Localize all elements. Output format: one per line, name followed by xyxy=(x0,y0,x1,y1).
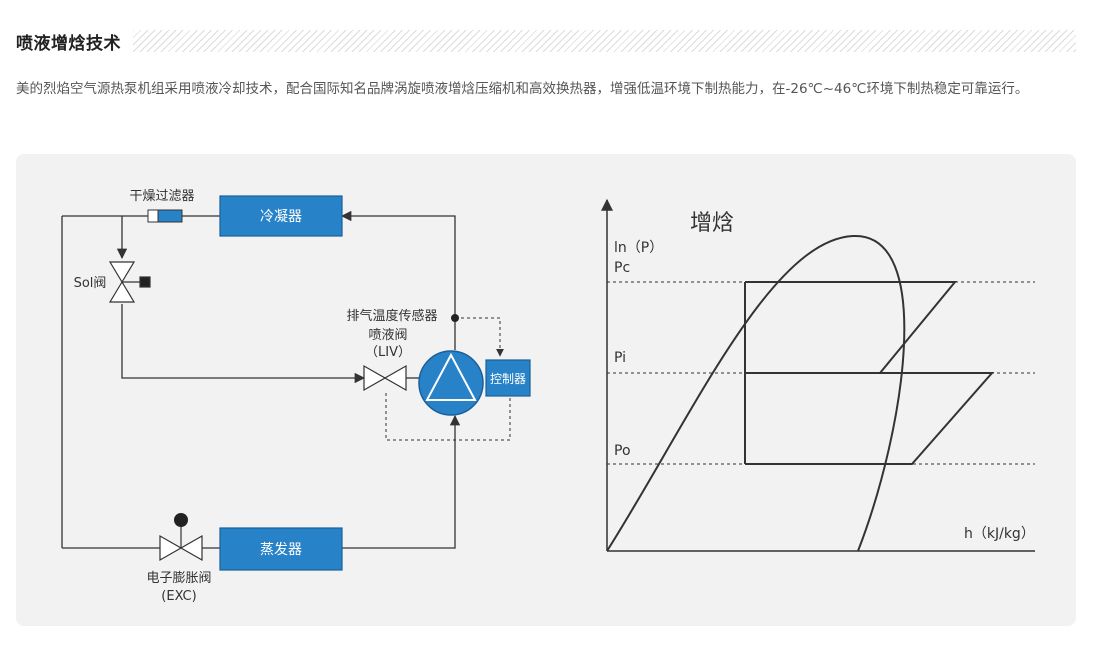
ph-saturation-dome xyxy=(606,234,906,552)
intro-paragraph: 美的烈焰空气源热泵机组采用喷液冷却技术，配合国际知名品牌涡旋喷液增焓压缩机和高效… xyxy=(16,81,1029,97)
sol-valve xyxy=(108,261,151,303)
section-title: 喷液增焓技术 xyxy=(16,33,121,54)
controller-box xyxy=(485,359,531,397)
liv-valve xyxy=(363,364,407,392)
header-hatch-divider xyxy=(133,30,1076,52)
ph-low-stage xyxy=(745,372,995,465)
pipe-evaporator-to-compressor xyxy=(342,414,461,549)
dryer-filter-label: 干燥过滤器 xyxy=(129,189,194,204)
dashed-controller-to-liv xyxy=(385,392,511,441)
ph-x-axis-label: h（kJ/kg） xyxy=(964,526,1035,542)
ph-label-po: Po xyxy=(614,443,631,459)
ph-label-pc: Pc xyxy=(614,260,630,276)
pipe-sol-to-liv xyxy=(121,304,366,384)
pipe-compressor-to-condenser xyxy=(340,210,456,350)
ph-label-pi: Pi xyxy=(614,350,626,366)
refrigerant-circuit xyxy=(61,210,461,549)
sol-valve-bottom xyxy=(108,280,136,303)
dryer-filter xyxy=(147,209,183,223)
dashed-sensor-to-controller xyxy=(455,317,504,357)
ph-high-stage xyxy=(745,281,958,374)
liv-valve-abbr: （LIV） xyxy=(365,345,411,360)
evaporator-box xyxy=(219,527,343,571)
ph-title: 增焓 xyxy=(690,211,734,236)
dryer-filter-core xyxy=(157,209,183,223)
liv-valve-label: 喷液阀 xyxy=(368,328,407,343)
ph-cycle xyxy=(744,281,995,465)
section-header: 喷液增焓技术 xyxy=(16,26,1076,56)
exv-valve-right xyxy=(179,534,203,562)
ph-y-axis-label: ln（P） xyxy=(614,240,663,256)
exv-valve-abbr: (EXC) xyxy=(161,589,196,604)
compressor-body xyxy=(418,350,484,416)
exv-valve-label: 电子膨胀阀 xyxy=(146,571,211,586)
liv-valve-left xyxy=(363,364,387,392)
sol-valve-actuator xyxy=(139,276,151,288)
compressor xyxy=(418,350,484,416)
sol-valve-label: Sol阀 xyxy=(74,276,107,291)
condenser-label: 冷凝器 xyxy=(260,209,302,225)
controller-label: 控制器 xyxy=(490,372,526,386)
exv-valve-actuator xyxy=(174,513,188,527)
control-signal-lines xyxy=(385,317,511,441)
exhaust-temp-sensor-dot xyxy=(451,314,459,322)
ph-diagram: 增焓 ln（P） Pc Pi Po h（kJ/kg） xyxy=(601,198,1035,552)
liv-valve-right xyxy=(383,364,407,392)
evaporator-label: 蒸发器 xyxy=(260,542,302,558)
exv-valve-left xyxy=(159,534,183,562)
exv-valve xyxy=(159,513,203,562)
condenser-box xyxy=(219,195,343,237)
exhaust-temp-sensor-label: 排气温度传感器 xyxy=(346,308,437,324)
compressor-symbol xyxy=(425,352,477,401)
sol-valve-top xyxy=(108,261,136,284)
